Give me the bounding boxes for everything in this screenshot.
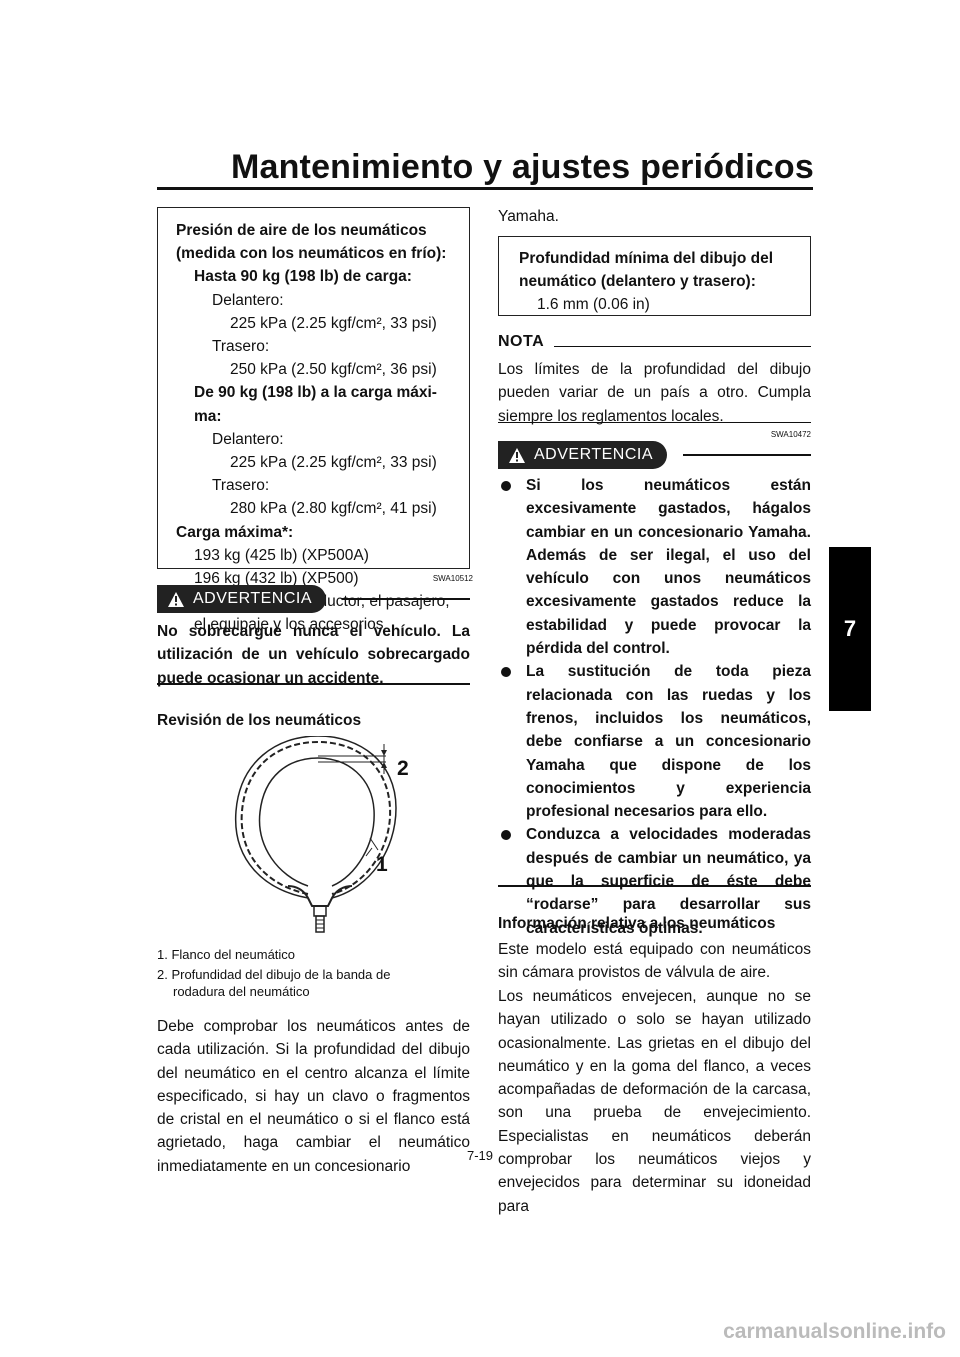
info-paragraph-2: Los neumáticos envejecen, aunque no se h… [498,988,811,1215]
pressure-line: Presión de aire de los neumáticos [176,222,427,239]
title-rule [157,187,813,190]
warning-end-rule [157,683,470,685]
warning-bullet-1: Si los neumáticos están excesivamente ga… [498,474,811,660]
continuation-text: Yamaha. [498,208,559,225]
warning-bullet-2: La sustitución de toda pieza relacionada… [498,660,811,823]
warning-header: ADVERTENCIA [157,585,470,613]
bullet-text-1: Si los neumáticos están excesivamente ga… [526,477,811,658]
depth-line-2: neumático (delantero y trasero): [519,273,756,291]
warning-triangle-icon [509,447,525,463]
pressure-line: 250 kPa (2.50 kgf/cm², 36 psi) [230,361,437,379]
page-number: 7-19 [466,1148,494,1163]
page-title: Mantenimiento y ajustes periódicos [230,148,814,186]
pressure-line: 196 kg (432 lb) (XP500) [194,570,359,588]
bullet-icon [501,830,511,841]
nota-rule [554,345,811,347]
depth-value: 1.6 mm (0.06 in) [537,296,650,314]
tire-cross-section-figure [234,736,397,933]
bullet-icon [501,667,511,678]
nota-label: NOTA [498,333,545,350]
pressure-line: Trasero: [212,338,270,356]
warning-code-2: SWA10472 [770,430,811,439]
pressure-line: ma: [194,407,222,425]
chapter-tab[interactable]: 7 [829,547,871,711]
pressure-line: 193 kg (425 lb) (XP500A) [194,546,369,564]
warning-rule [342,598,470,600]
caption-1: 1. Flanco del neumático [157,947,296,962]
warning-label-2: ADVERTENCIA [534,446,654,463]
watermark: carmanualsonline.info [723,1320,946,1343]
warning-end-rule-2 [498,885,811,887]
warning-rule-2 [683,454,811,456]
warning-badge: ADVERTENCIA [157,585,327,613]
section-heading: Revisión de los neumáticos [157,712,362,729]
warning-code: SWA10512 [432,574,473,583]
pressure-line: De 90 kg (198 lb) a la carga máxi- [194,384,437,402]
info-paragraph-1: Este modelo está equipado con neumáticos… [498,941,811,982]
nota-end-rule [498,422,811,423]
warning-label: ADVERTENCIA [193,590,313,607]
tire-check-body: Debe comprobar los neumáticos antes de c… [157,1018,470,1175]
warning-bullet-3: Conduzca a velocidades moderadas después… [498,823,811,939]
info-heading: Información relativa a los neumáticos [498,915,776,932]
warning-bullet-list: Si los neumáticos están excesivamente ga… [498,474,811,940]
tread-depth-spec-box: Profundidad mínima del dibujo del neumát… [498,236,811,316]
figure-callout-1: 1 [376,853,388,876]
nota-text: Los límites de la profundidad del dibujo… [498,361,811,425]
warning-badge-2: ADVERTENCIA [498,441,668,469]
warning-header-2: ADVERTENCIA [498,441,811,469]
caption-2-cont: rodadura del neumático [173,984,310,999]
pressure-line: Hasta 90 kg (198 lb) de carga: [194,268,412,286]
pressure-line: Carga máxima*: [176,523,294,541]
warning-triangle-icon [168,591,184,607]
nota-header: NOTA [498,333,811,351]
figure-callout-2: 2 [397,757,409,780]
pressure-line: 280 kPa (2.80 kgf/cm², 41 psi) [230,500,437,518]
pressure-line: Trasero: [212,477,270,495]
warning-text: No sobrecargue nunca el vehículo. La uti… [157,623,470,687]
caption-2: 2. Profundidad del dibujo de la banda de [157,966,391,982]
pressure-line: 225 kPa (2.25 kgf/cm², 33 psi) [230,314,437,332]
figure-captions: 1. Flanco del neumático 2. Profundidad d… [157,946,470,1001]
bullet-text-3: Conduzca a velocidades moderadas después… [526,826,811,937]
pressure-line: Delantero: [212,430,284,448]
bullet-text-2: La sustitución de toda pieza relacionada… [526,663,811,821]
bullet-icon [501,481,511,491]
pressure-line: el equipaje y los accesorios [194,616,384,634]
pressure-line: 225 kPa (2.25 kgf/cm², 33 psi) [230,454,437,472]
tire-pressure-spec-box: Presión de aire de los neumáticos (medida… [157,207,470,633]
pressure-spec-lines: Presión de aire de los neumáticos (medida… [176,219,469,637]
pressure-line: Delantero: [212,291,284,309]
depth-line-1: Profundidad mínima del dibujo del [519,250,774,267]
pressure-line: (medida con los neumáticos en frío): [176,245,447,263]
